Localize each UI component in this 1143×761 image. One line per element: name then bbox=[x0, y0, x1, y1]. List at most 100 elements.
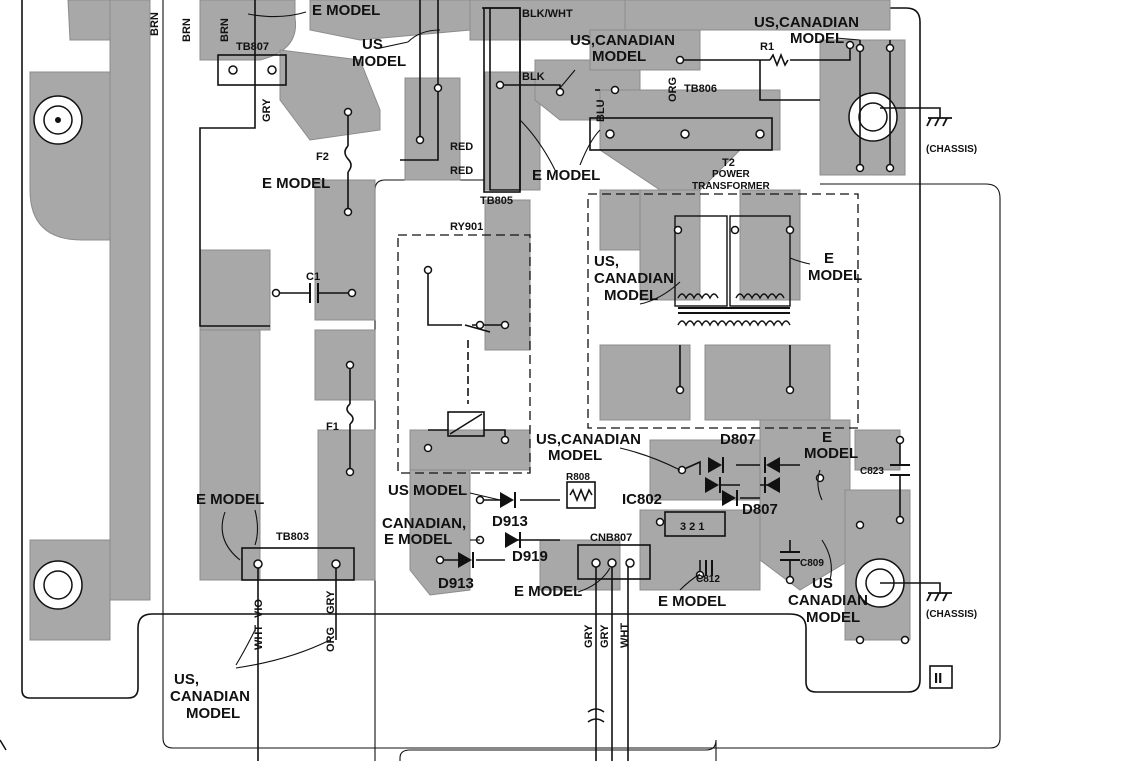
label-us-can-t2: CANADIAN bbox=[594, 270, 674, 287]
label-ry901: RY901 bbox=[450, 221, 483, 233]
label-c1: C1 bbox=[306, 271, 320, 283]
label-d919: D919 bbox=[512, 548, 548, 565]
label-chassis-top: (CHASSIS) bbox=[926, 144, 977, 155]
label-us-canadian-mid: US,CANADIAN bbox=[536, 431, 641, 448]
label-cnb807: CNB807 bbox=[590, 532, 632, 544]
label-e-model-cnb: E MODEL bbox=[514, 583, 582, 600]
label-e-model-left: E MODEL bbox=[196, 491, 264, 508]
label-brn-2: BRN bbox=[181, 18, 193, 42]
cnb807-block bbox=[577, 544, 651, 580]
label-tb807: TB807 bbox=[236, 41, 269, 53]
label-wht-b: WHT bbox=[619, 623, 631, 648]
label-gry-a: GRY bbox=[583, 624, 595, 648]
mounting-hole-left bbox=[33, 95, 83, 145]
label-page-mark: II bbox=[934, 670, 942, 687]
label-gry-tb807: GRY bbox=[261, 98, 273, 122]
label-us-canadian-2b: MODEL bbox=[790, 30, 844, 47]
connector-break bbox=[0, 708, 605, 751]
label-us-can-t1: US, bbox=[594, 253, 619, 270]
label-us-canadian-1b: MODEL bbox=[592, 48, 646, 65]
label-us-can-t3: MODEL bbox=[604, 287, 658, 304]
label-brn-3: BRN bbox=[219, 18, 231, 42]
label-gry-b: GRY bbox=[599, 624, 611, 648]
label-us-model-low: US MODEL bbox=[388, 482, 467, 499]
label-us-can-bl3: MODEL bbox=[186, 705, 240, 722]
label-chassis-low: (CHASSIS) bbox=[926, 609, 977, 620]
label-us-model-2: MODEL bbox=[352, 53, 406, 70]
label-us-low: US bbox=[812, 575, 833, 592]
label-t2: T2 bbox=[722, 157, 735, 169]
label-r808: R808 bbox=[566, 472, 590, 483]
copper-traces bbox=[29, 0, 911, 641]
relay-outline bbox=[397, 234, 531, 474]
relay-coil bbox=[447, 411, 485, 437]
label-tb806: TB806 bbox=[684, 83, 717, 95]
label-org-left: ORG bbox=[325, 627, 337, 652]
label-vio: VIO bbox=[253, 599, 265, 618]
label-tb805: TB805 bbox=[480, 195, 513, 207]
ic802-block bbox=[664, 511, 726, 537]
label-model-t: MODEL bbox=[808, 267, 862, 284]
label-canadian: CANADIAN, bbox=[382, 515, 466, 532]
label-r1: R1 bbox=[760, 41, 774, 53]
tb805-block bbox=[483, 7, 521, 193]
label-us-can-bl2: CANADIAN bbox=[170, 688, 250, 705]
label-c809: C809 bbox=[800, 558, 824, 569]
label-e-model-f2: E MODEL bbox=[262, 175, 330, 192]
label-d913b: D913 bbox=[438, 575, 474, 592]
label-f1: F1 bbox=[326, 421, 339, 433]
mounting-hole-right-top bbox=[848, 92, 898, 142]
label-blk-wht: BLK/WHT bbox=[522, 8, 573, 20]
label-red-1: RED bbox=[450, 141, 473, 153]
label-e-t: E bbox=[824, 250, 834, 267]
label-brn-1: BRN bbox=[149, 12, 161, 36]
capacitor-c1 bbox=[309, 283, 319, 303]
label-gry-tb803: GRY bbox=[325, 590, 337, 614]
label-e-d807b: MODEL bbox=[804, 445, 858, 462]
label-e-model-can: E MODEL bbox=[384, 531, 452, 548]
label-us-canadian-1: US,CANADIAN bbox=[570, 32, 675, 49]
label-ic-pins: 3 2 1 bbox=[680, 521, 704, 533]
labels: E MODEL US MODEL BLK/WHT US,CANADIAN MOD… bbox=[149, 2, 977, 722]
label-e-model-c812: E MODEL bbox=[658, 593, 726, 610]
label-blu: BLU bbox=[595, 99, 607, 122]
label-ic802: IC802 bbox=[622, 491, 662, 508]
label-e-model-top: E MODEL bbox=[312, 2, 380, 19]
label-d913a: D913 bbox=[492, 513, 528, 530]
page-mark-box bbox=[929, 665, 953, 689]
leader-lines bbox=[221, 11, 861, 669]
transformer-outline bbox=[587, 193, 859, 429]
fuse-f2 bbox=[344, 145, 352, 173]
tb806-block bbox=[589, 117, 773, 151]
tb807-block bbox=[217, 54, 287, 86]
label-us-canadian-2: US,CANADIAN bbox=[754, 14, 859, 31]
label-e-model-mid: E MODEL bbox=[532, 167, 600, 184]
label-power: POWER bbox=[712, 169, 751, 180]
label-model-low: MODEL bbox=[806, 609, 860, 626]
capacitor-c809 bbox=[780, 551, 800, 561]
fuse-f1 bbox=[346, 403, 354, 425]
resistor-r808 bbox=[569, 487, 593, 503]
r808-block bbox=[566, 481, 596, 509]
label-us-canadian-mid2: MODEL bbox=[548, 447, 602, 464]
label-blk: BLK bbox=[522, 71, 545, 83]
capacitor-c823 bbox=[890, 464, 910, 476]
label-e-d807: E bbox=[822, 429, 832, 446]
label-wht-left: WHT bbox=[253, 625, 265, 650]
resistor-r1 bbox=[769, 52, 789, 68]
label-us-can-bl1: US, bbox=[174, 671, 199, 688]
label-org: ORG bbox=[667, 77, 679, 102]
label-f2: F2 bbox=[316, 151, 329, 163]
label-transformer: TRANSFORMER bbox=[692, 181, 771, 192]
inner-outline bbox=[162, 0, 1001, 749]
label-tb803: TB803 bbox=[276, 531, 309, 543]
label-d807a: D807 bbox=[720, 431, 756, 448]
capacitor-c812 bbox=[705, 560, 713, 576]
chassis-ground-top bbox=[926, 117, 952, 127]
chassis-ground-bottom bbox=[926, 592, 952, 602]
label-canadian-low: CANADIAN bbox=[788, 592, 868, 609]
mounting-hole-left-bottom bbox=[33, 560, 83, 610]
tb803-block bbox=[241, 547, 355, 581]
diodes bbox=[458, 457, 780, 568]
